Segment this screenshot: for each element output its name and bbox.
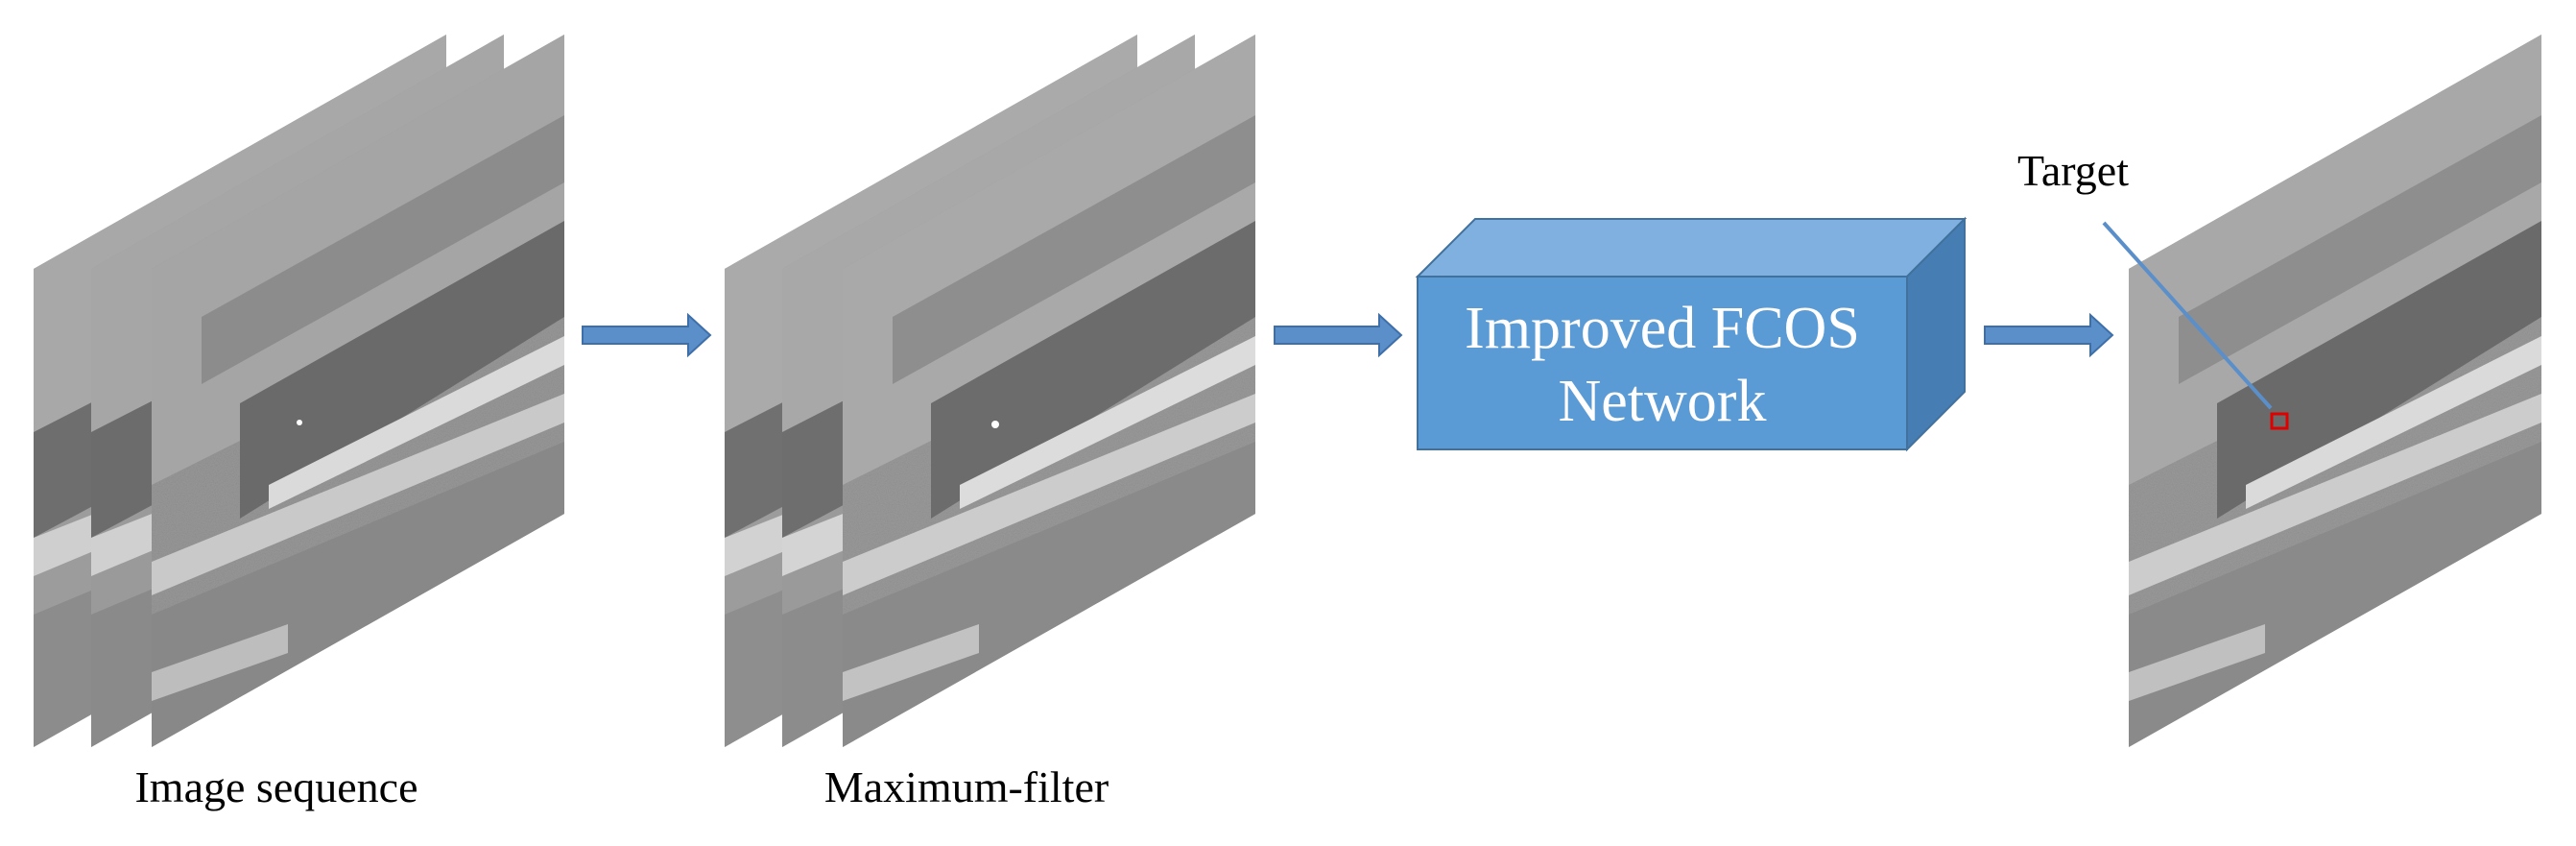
right-arrow-icon [1274,312,1403,358]
target-box [2270,412,2289,430]
image-sequence-stack [34,35,564,747]
network-label-line2: Network [1559,369,1767,434]
right-arrow-icon [582,312,712,358]
label-target: Target [2017,146,2129,195]
label-maximum-filter: Maximum-filter [824,762,1109,811]
network-label-line1: Improved FCOS [1465,296,1860,361]
maximum-filter-stack [725,35,1255,747]
label-image-sequence: Image sequence [134,762,417,811]
output-frame [2129,35,2541,747]
target-pointer [2102,221,2273,410]
right-arrow-icon [1984,312,2114,358]
cube-icon [1415,216,1968,452]
filtered-frame-3 [843,35,1255,747]
image-frame-3 [152,35,564,747]
